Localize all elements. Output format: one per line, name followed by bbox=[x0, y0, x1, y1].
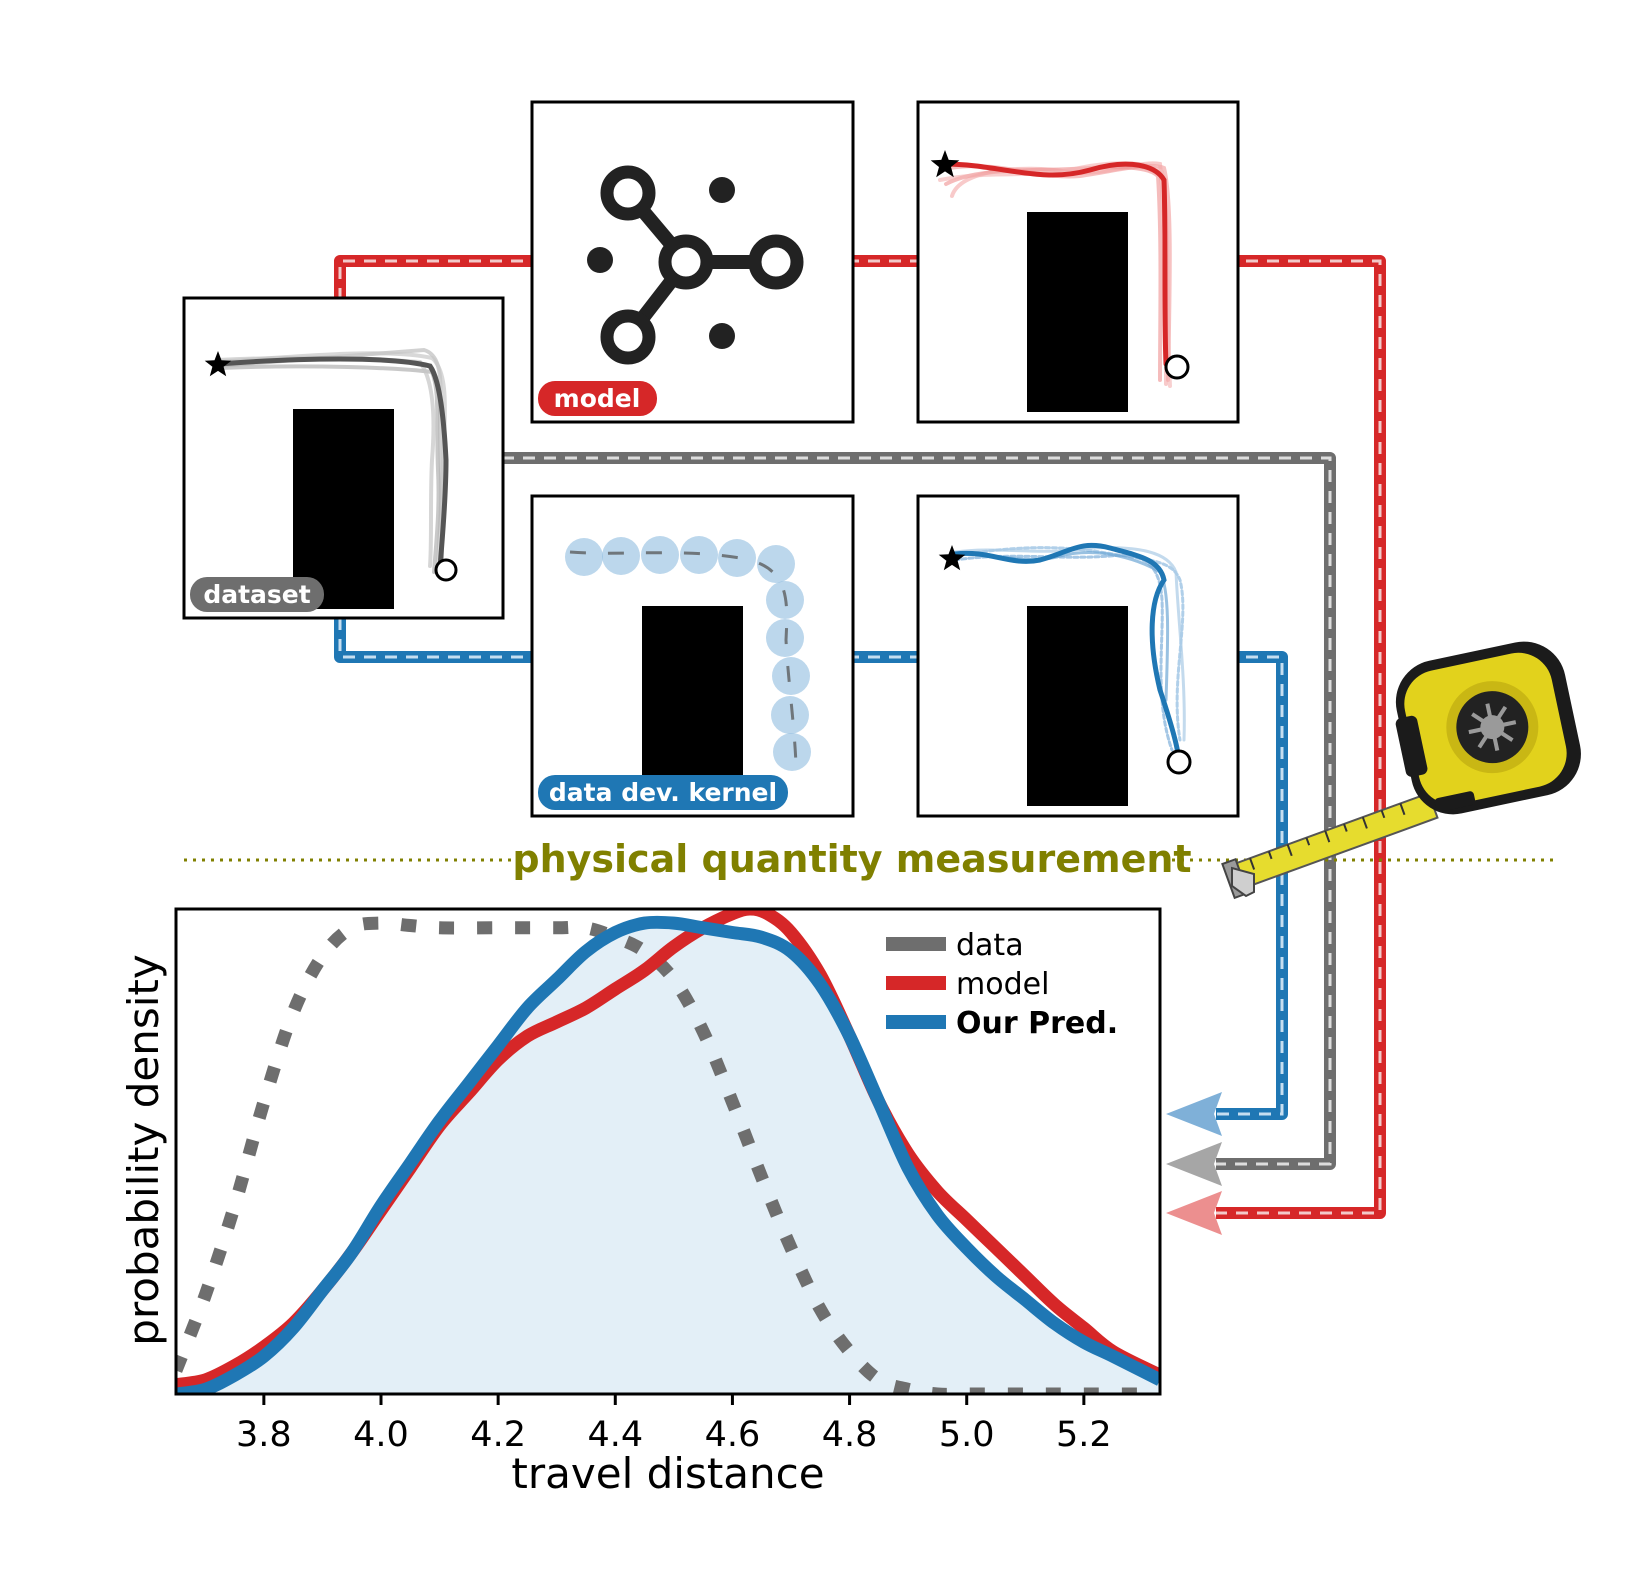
tape-measure-icon bbox=[1221, 641, 1581, 900]
x-tick-label: 4.0 bbox=[353, 1415, 409, 1455]
model-panel: model bbox=[530, 100, 855, 424]
start-star-icon bbox=[204, 351, 232, 377]
goal-circle-icon bbox=[1166, 749, 1192, 775]
legend-item-pred: Our Pred. bbox=[886, 1006, 1118, 1041]
obstacle bbox=[1027, 212, 1128, 412]
model-badge bbox=[538, 381, 657, 416]
series-layer bbox=[176, 909, 1160, 1394]
pred-trajectories bbox=[952, 542, 1186, 757]
blue-connector bbox=[334, 618, 1288, 1120]
x-tick-5: 4.8 bbox=[822, 1394, 878, 1455]
grey-arrow-icon bbox=[1166, 1142, 1222, 1186]
model-label: model bbox=[554, 384, 641, 413]
x-tick-label: 3.8 bbox=[236, 1415, 292, 1455]
start-star-icon bbox=[938, 545, 966, 571]
x-tick-4: 4.6 bbox=[705, 1394, 761, 1455]
measurement-title: physical quantity measurement bbox=[512, 837, 1191, 881]
x-axis-label: travel distance bbox=[511, 1449, 824, 1498]
legend-label-pred: Our Pred. bbox=[956, 1006, 1118, 1041]
goal-circle-icon bbox=[434, 558, 458, 582]
x-axis-ticks: 3.8 4.0 4.2 4.4 4.6 4.8 5.0 5.2 bbox=[236, 1394, 1112, 1455]
start-star-icon bbox=[930, 150, 960, 178]
grey-connector bbox=[502, 452, 1336, 1170]
dataset-label: dataset bbox=[203, 580, 310, 609]
legend-label-data: data bbox=[956, 928, 1024, 963]
x-tick-label: 5.0 bbox=[939, 1415, 995, 1455]
obstacle bbox=[293, 409, 394, 609]
x-tick-label: 4.2 bbox=[470, 1415, 526, 1455]
x-tick-0: 3.8 bbox=[236, 1394, 292, 1455]
chart-legend: data model Our Pred. bbox=[886, 928, 1118, 1041]
model-trajectory-panel bbox=[916, 100, 1240, 424]
x-tick-label: 4.6 bbox=[705, 1415, 761, 1455]
x-tick-2: 4.2 bbox=[470, 1394, 526, 1455]
network-graph-icon bbox=[587, 165, 804, 365]
x-tick-label: 4.4 bbox=[587, 1415, 643, 1455]
x-tick-label: 5.2 bbox=[1056, 1415, 1112, 1455]
y-axis-label: probability density bbox=[119, 954, 168, 1345]
blue-arrow-icon bbox=[1166, 1092, 1222, 1136]
obstacle bbox=[1027, 606, 1128, 806]
kernel-label: data dev. kernel bbox=[549, 778, 777, 807]
legend-item-model: model bbox=[886, 967, 1049, 1002]
legend-label-model: model bbox=[956, 967, 1049, 1002]
x-tick-6: 5.0 bbox=[939, 1394, 995, 1455]
x-tick-1: 4.0 bbox=[353, 1394, 409, 1455]
red-arrow-icon bbox=[1166, 1191, 1222, 1235]
obstacle bbox=[642, 606, 743, 806]
x-tick-3: 4.4 bbox=[587, 1394, 643, 1455]
plot-frame bbox=[174, 907, 1162, 1396]
kernel-panel: data dev. kernel bbox=[530, 494, 855, 818]
kernel-discs bbox=[565, 536, 811, 771]
dataset-panel: dataset bbox=[182, 296, 505, 620]
pred-trajectory-panel bbox=[916, 494, 1240, 818]
density-chart: 3.8 4.0 4.2 4.4 4.6 4.8 5.0 5.2 travel d… bbox=[119, 907, 1162, 1498]
goal-circle-icon bbox=[1164, 354, 1190, 380]
kernel-badge bbox=[538, 775, 788, 810]
legend-item-data: data bbox=[886, 928, 1024, 963]
pred-series-line bbox=[176, 915, 1160, 1394]
pred-fill-area bbox=[176, 922, 1160, 1394]
x-tick-label: 4.8 bbox=[822, 1415, 878, 1455]
dataset-badge bbox=[190, 577, 324, 612]
dataset-trajectories bbox=[215, 347, 449, 574]
x-tick-7: 5.2 bbox=[1056, 1394, 1112, 1455]
model-trajectories bbox=[938, 161, 1172, 388]
